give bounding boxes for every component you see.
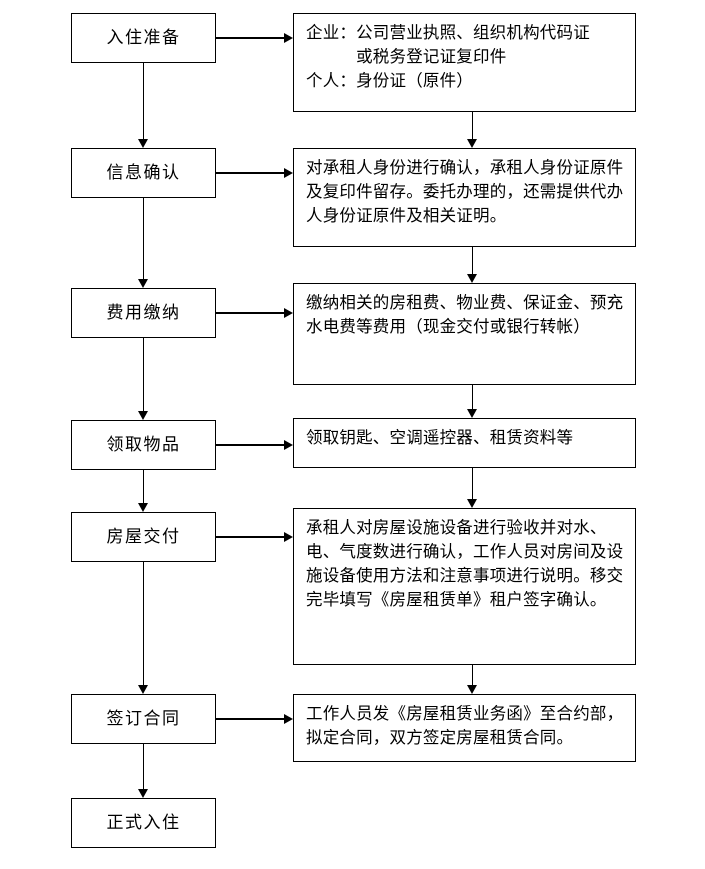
stage-box-5[interactable]: 房屋交付 [71, 512, 216, 562]
arrow-line-detail4-detail5 [471, 468, 474, 499]
stage-box-7[interactable]: 正式入住 [71, 798, 216, 848]
stage-label-7: 正式入住 [106, 812, 181, 832]
detail-box-4[interactable]: 领取钥匙、空调遥控器、租赁资料等 [293, 418, 636, 468]
arrow-line-stage5-detail5 [216, 536, 284, 538]
stage-box-1[interactable]: 入住准备 [71, 13, 216, 63]
arrow-line-stage6-stage7 [142, 744, 145, 789]
stage-box-4[interactable]: 领取物品 [71, 420, 216, 470]
stage-label-4: 领取物品 [106, 434, 181, 454]
arrow-line-stage1-detail1 [216, 37, 284, 39]
arrow-head-detail4-detail5 [467, 499, 477, 508]
detail-text-1-line2: 或税务登记证复印件 [306, 48, 507, 67]
arrow-head-stage3-stage4 [138, 411, 148, 420]
stage-label-3: 费用缴纳 [106, 302, 181, 322]
arrow-line-stage3-stage4 [142, 338, 145, 411]
arrow-head-stage6-stage7 [138, 789, 148, 798]
detail-text-1-line3: 个人：身份证（原件） [306, 72, 473, 91]
arrow-head-stage2-detail2 [284, 167, 293, 178]
stage-label-1: 入住准备 [106, 27, 181, 47]
detail-text-4: 领取钥匙、空调遥控器、租赁资料等 [306, 429, 574, 447]
arrow-head-stage4-stage5 [138, 503, 148, 512]
arrow-head-detail1-detail2 [467, 139, 477, 148]
stage-box-2[interactable]: 信息确认 [71, 148, 216, 198]
detail-text-1-line1: 企业：公司营业执照、组织机构代码证 [306, 24, 590, 42]
detail-box-2[interactable]: 对承租人身份进行确认，承租人身份证原件及复印件留存。委托办理的，还需提供代办人身… [293, 148, 636, 247]
arrow-line-detail3-detail4 [471, 385, 474, 409]
arrow-line-stage1-stage2 [142, 63, 145, 139]
stage-box-3[interactable]: 费用缴纳 [71, 288, 216, 338]
arrow-line-detail5-detail6 [471, 665, 474, 685]
detail-text-5: 承租人对房屋设施设备进行验收并对水、电、气度数进行确认，工作人员对房间及设施设备… [306, 519, 624, 610]
detail-text-2: 对承租人身份进行确认，承租人身份证原件及复印件留存。委托办理的，还需提供代办人身… [306, 159, 624, 226]
arrow-head-stage3-detail3 [284, 307, 293, 318]
arrow-head-detail2-detail3 [467, 274, 477, 283]
arrow-line-stage3-detail3 [216, 312, 284, 314]
arrow-head-stage5-stage6 [138, 685, 148, 694]
arrow-head-stage1-stage2 [138, 139, 148, 148]
detail-text-3: 缴纳相关的房租费、物业费、保证金、预充水电费等费用（现金交付或银行转帐） [306, 294, 624, 337]
arrow-line-detail2-detail3 [471, 247, 474, 274]
arrow-line-stage4-stage5 [142, 470, 145, 503]
arrow-head-stage5-detail5 [284, 531, 293, 542]
arrow-head-detail5-detail6 [467, 685, 477, 694]
detail-box-3[interactable]: 缴纳相关的房租费、物业费、保证金、预充水电费等费用（现金交付或银行转帐） [293, 283, 636, 385]
stage-label-2: 信息确认 [106, 162, 181, 182]
detail-text-6: 工作人员发《房屋租赁业务函》至合约部，拟定合同，双方签定房屋租赁合同。 [306, 705, 624, 748]
arrow-head-detail3-detail4 [467, 409, 477, 418]
arrow-head-stage4-detail4 [284, 439, 293, 450]
stage-box-6[interactable]: 签订合同 [71, 694, 216, 744]
arrow-line-stage6-detail6 [216, 718, 284, 720]
stage-label-6: 签订合同 [106, 708, 181, 728]
arrow-line-detail1-detail2 [471, 112, 474, 139]
stage-label-5: 房屋交付 [106, 526, 181, 546]
detail-box-5[interactable]: 承租人对房屋设施设备进行验收并对水、电、气度数进行确认，工作人员对房间及设施设备… [293, 508, 636, 665]
arrow-line-stage4-detail4 [216, 444, 284, 446]
arrow-line-stage5-stage6 [142, 562, 145, 685]
arrow-line-stage2-detail2 [216, 172, 284, 174]
detail-box-1[interactable]: 企业：公司营业执照、组织机构代码证 或税务登记证复印件 个人：身份证（原件） [293, 13, 636, 112]
detail-box-6[interactable]: 工作人员发《房屋租赁业务函》至合约部，拟定合同，双方签定房屋租赁合同。 [293, 694, 636, 762]
arrow-head-stage2-stage3 [138, 279, 148, 288]
arrow-head-stage1-detail1 [284, 32, 293, 43]
arrow-head-stage6-detail6 [284, 713, 293, 724]
arrow-line-stage2-stage3 [142, 198, 145, 279]
